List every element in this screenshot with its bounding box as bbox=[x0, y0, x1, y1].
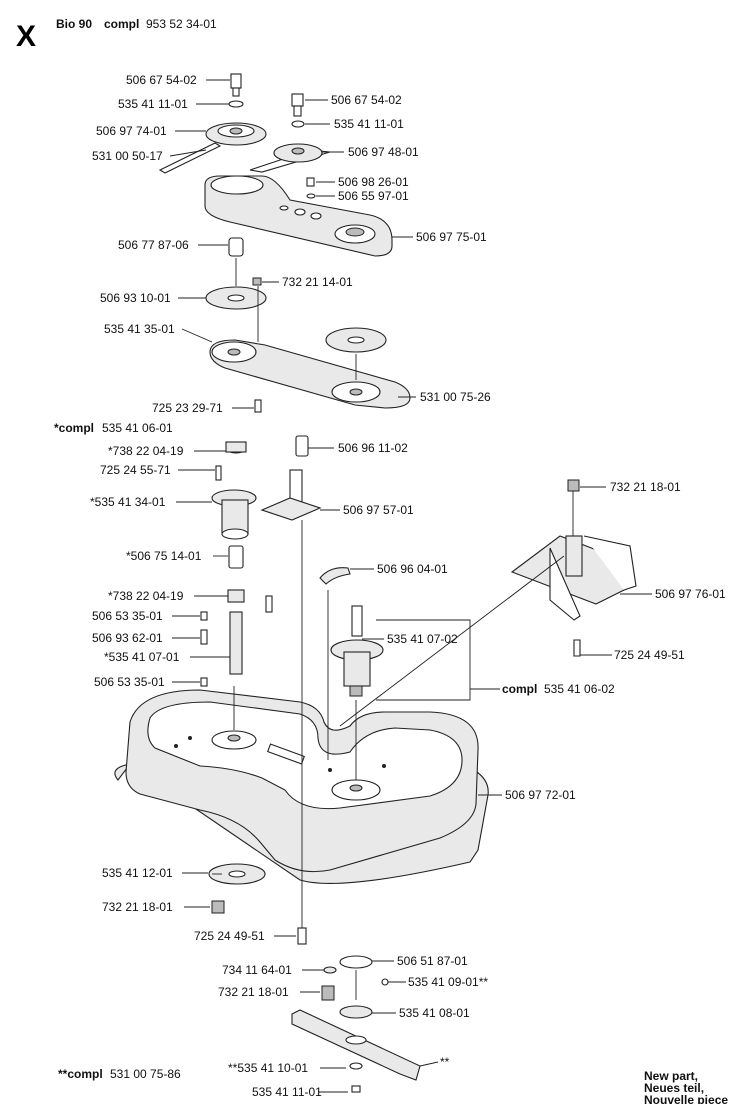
part-label: 535 41 07-02 bbox=[387, 632, 458, 646]
part-label: 732 21 18-01 bbox=[218, 985, 289, 999]
legend-line-2: Neues teil, bbox=[644, 1081, 704, 1095]
group-label-2-word: compl bbox=[502, 682, 537, 696]
part-label: 506 93 62-01 bbox=[92, 631, 163, 645]
part-label: 506 97 72-01 bbox=[505, 788, 576, 802]
part-label: 535 41 11-01 bbox=[118, 97, 188, 111]
part-label: *535 41 34-01 bbox=[90, 495, 166, 509]
part-label: 506 53 35-01 bbox=[92, 609, 163, 623]
group-label-3-word: **compl bbox=[58, 1067, 103, 1081]
part-label: 506 77 87-06 bbox=[118, 238, 189, 252]
part-label: 506 97 75-01 bbox=[416, 230, 487, 244]
header-compl-word: compl bbox=[104, 17, 139, 31]
group-label-3-number: 531 00 75-86 bbox=[110, 1067, 181, 1081]
header-compl-number: 953 52 34-01 bbox=[146, 17, 217, 31]
group-label-2-number: 535 41 06-02 bbox=[544, 682, 615, 696]
part-label: ** bbox=[440, 1055, 450, 1069]
part-label: 506 51 87-01 bbox=[397, 954, 468, 968]
part-label: 725 24 49-51 bbox=[194, 929, 265, 943]
section-letter: X bbox=[16, 20, 36, 53]
part-label: 506 67 54-02 bbox=[331, 93, 402, 107]
legend: New part, Neues teil, Nouvelle piece bbox=[644, 1069, 728, 1104]
part-label: 732 21 18-01 bbox=[610, 480, 681, 494]
lower-parts-drawing bbox=[208, 863, 421, 1093]
part-label: 506 53 35-01 bbox=[94, 675, 165, 689]
part-label: 725 24 55-71 bbox=[100, 463, 171, 477]
legend-line-1: New part, bbox=[644, 1069, 698, 1083]
part-label: 506 97 76-01 bbox=[655, 587, 726, 601]
model-name: Bio 90 bbox=[56, 17, 92, 31]
part-label: *738 22 04-19 bbox=[108, 444, 184, 458]
part-label: 725 23 29-71 bbox=[152, 401, 223, 415]
part-label: *506 75 14-01 bbox=[126, 549, 202, 563]
part-label: **535 41 10-01 bbox=[228, 1061, 308, 1075]
right-bracket-drawing bbox=[339, 479, 637, 727]
part-label: 506 55 97-01 bbox=[338, 189, 409, 203]
part-label: 535 41 11-01 bbox=[334, 117, 404, 131]
part-label: 506 97 74-01 bbox=[96, 124, 167, 138]
part-label: 535 41 08-01 bbox=[399, 1006, 470, 1020]
part-label: 732 21 18-01 bbox=[102, 900, 173, 914]
upper-cover-drawing bbox=[158, 73, 411, 409]
part-label: 725 24 49-51 bbox=[614, 648, 685, 662]
middle-assembly-drawing bbox=[200, 399, 500, 701]
part-label: 535 41 09-01** bbox=[408, 975, 488, 989]
part-label: 734 11 64-01 bbox=[222, 963, 292, 977]
leader-lines bbox=[169, 79, 652, 1093]
part-label: 535 41 11-01 bbox=[252, 1085, 322, 1099]
group-labels: *compl 535 41 06-01 compl 535 41 06-02 *… bbox=[54, 421, 615, 1081]
header: X Bio 90 compl 953 52 34-01 bbox=[16, 17, 217, 53]
part-label: 531 00 75-26 bbox=[420, 390, 491, 404]
group-label-1-word: *compl bbox=[54, 421, 94, 435]
part-label: 506 96 04-01 bbox=[377, 562, 448, 576]
part-label: 535 41 12-01 bbox=[102, 866, 173, 880]
part-label: *738 22 04-19 bbox=[108, 589, 184, 603]
part-labels: 506 67 54-02 535 41 11-01 506 97 74-01 5… bbox=[90, 73, 726, 1099]
part-label: 732 21 14-01 bbox=[282, 275, 353, 289]
part-label: 506 98 26-01 bbox=[338, 175, 409, 189]
part-label: 506 96 11-02 bbox=[338, 441, 408, 455]
legend-line-3: Nouvelle piece bbox=[644, 1093, 728, 1104]
part-label: 531 00 50-17 bbox=[92, 149, 163, 163]
part-label: 506 67 54-02 bbox=[126, 73, 197, 87]
part-label: *535 41 07-01 bbox=[104, 650, 180, 664]
part-label: 506 93 10-01 bbox=[100, 291, 171, 305]
part-label: 506 97 57-01 bbox=[343, 503, 414, 517]
part-label: 535 41 35-01 bbox=[104, 322, 175, 336]
part-label: 506 97 48-01 bbox=[348, 145, 419, 159]
deck-drawing bbox=[114, 520, 489, 930]
group-label-1-number: 535 41 06-01 bbox=[102, 421, 173, 435]
